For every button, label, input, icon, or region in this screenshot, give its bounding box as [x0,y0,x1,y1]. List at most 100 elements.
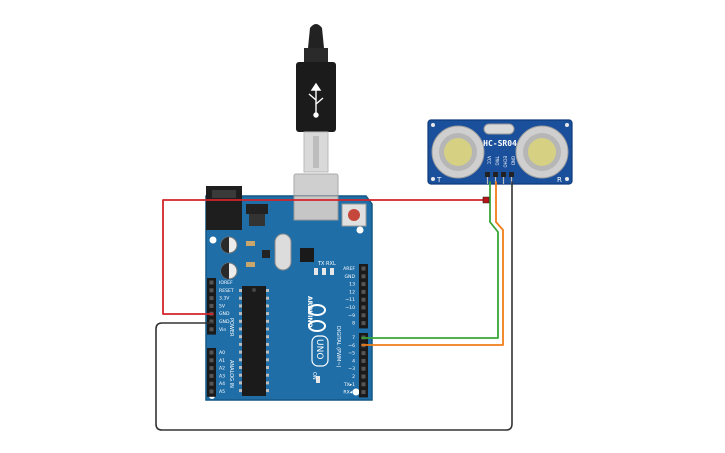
analog-pin-socket[interactable] [209,366,214,371]
chip-pin [239,296,242,300]
analog-pin-socket[interactable] [209,373,214,378]
chip-pin [239,373,242,377]
analog-pin-label: A1 [219,358,225,364]
chip-pin [239,358,242,362]
uno-badge [311,335,329,367]
analog-pin-label: A5 [219,389,225,395]
chip-pin [239,327,242,331]
chip-pin [266,350,269,354]
wires [155,181,513,431]
digital-pin-socket[interactable] [361,366,366,371]
capacitor [220,236,238,254]
rx-label: RX [326,261,333,267]
chip-pin [239,366,242,369]
power-pin-label: GND [219,311,230,317]
sensor-corner-right: R [557,176,562,184]
wire-junction [482,196,490,204]
digital-pin-socket[interactable] [361,321,366,326]
chip-pin [266,319,269,323]
digital-pin-socket[interactable] [361,282,366,287]
chip-pin [266,358,269,362]
sensor-pin[interactable] [509,172,514,177]
chip-pin [239,350,242,354]
digital-pin-label: ~3 [348,366,355,372]
digital-pin-label: ~6 [348,343,355,349]
wire-5v[interactable] [162,199,487,315]
power-pin-socket[interactable] [209,319,214,324]
chip-pin [239,304,242,308]
mounting-hole [356,226,364,234]
wire-gnd[interactable] [155,181,513,431]
power-pin-label: GND [219,319,230,325]
sensor-pin-label: ECHO [503,156,508,167]
chip-pin [266,389,269,393]
analog-pin-label: A4 [219,381,225,387]
digital-pin-socket[interactable] [361,297,366,302]
on-label: ON [311,372,317,380]
chip-pin [239,312,242,316]
power-pin-socket[interactable] [209,296,214,301]
power-pin-socket[interactable] [209,303,214,308]
chip-pin [266,335,269,339]
sensor-pin[interactable] [501,172,506,177]
digital-pin-label: RX◂0 [343,390,355,396]
power-pin-socket[interactable] [209,288,214,293]
digital-pin-label: GND [344,274,355,280]
digital-pin-socket[interactable] [361,358,366,363]
analog-pin-socket[interactable] [209,350,214,355]
chip-pin [239,342,242,346]
transmitter-transducer [431,125,485,179]
analog-label: ANALOG IN [228,360,234,388]
wire-echo[interactable] [361,181,504,346]
digital-label: DIGITAL (PWM~) [335,326,341,368]
power-pin-label: RESET [219,288,234,294]
chip-pin [266,373,269,377]
tx-label: TX [317,261,325,267]
sensor-corner-left: T [436,176,442,184]
chip-pin [266,366,269,369]
reset-button[interactable] [341,203,367,227]
digital-pin-socket[interactable] [361,266,366,271]
wire-trig[interactable] [361,181,499,339]
sensor-pin-label: GND [511,156,516,165]
uno-text: UNO [314,339,324,359]
sensor-pin[interactable] [493,172,498,177]
digital-pin-label: ~11 [345,297,355,303]
receiver-transducer [515,125,569,179]
chip-pin [239,335,242,339]
atmega-chip [239,286,269,396]
chip-pin [266,342,269,346]
sensor-pin-label: TRIG [495,155,500,166]
sensor-pin[interactable] [485,172,490,177]
sensor-pin-label: VCC [487,156,492,165]
crystal-oscillator [274,233,292,271]
digital-pin-socket[interactable] [361,390,366,395]
digital-pin-socket[interactable] [361,289,366,294]
chip-pin [266,381,269,385]
analog-pin-label: A3 [219,373,225,379]
digital-pin-socket[interactable] [361,313,366,318]
chip-pin [239,319,242,323]
digital-pin-socket[interactable] [361,351,366,356]
analog-pin-label: A2 [219,366,225,372]
power-pin-socket[interactable] [209,327,214,332]
digital-pin-socket[interactable] [361,374,366,379]
digital-pin-label: ~9 [348,313,355,319]
analog-pin-socket[interactable] [209,389,214,394]
l-label: L [333,261,336,267]
digital-pin-socket[interactable] [361,382,366,387]
analog-pin-label: A0 [219,350,225,356]
usb-chip [300,248,314,262]
analog-pin-socket[interactable] [209,381,214,386]
power-pin-label: IOREF [219,280,233,286]
power-pin-socket[interactable] [209,280,214,285]
mounting-hole [352,388,360,396]
digital-pin-socket[interactable] [361,305,366,310]
analog-pin-socket[interactable] [209,358,214,363]
digital-pin-label: 7 [352,335,355,341]
digital-pin-label: ~10 [345,305,355,311]
digital-pin-socket[interactable] [361,274,366,279]
